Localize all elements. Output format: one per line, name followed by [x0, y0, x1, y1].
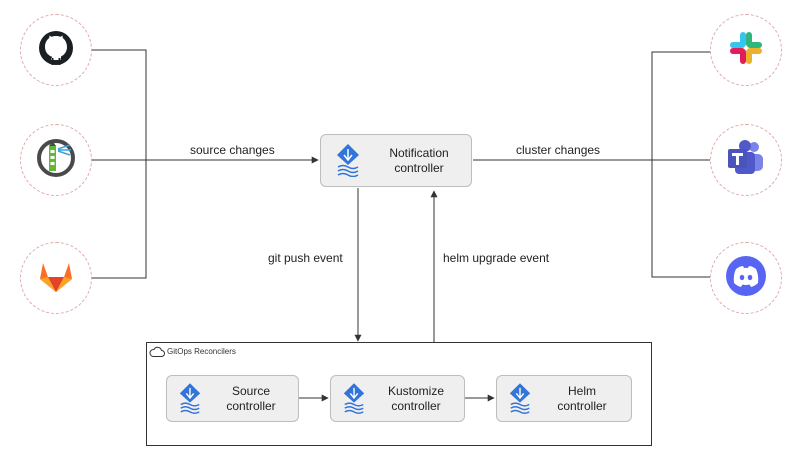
edge-github-to-bracket	[92, 49, 147, 279]
gitops-reconcilers-group	[146, 342, 652, 446]
kustomize-controller-node: Kustomize controller	[330, 375, 465, 422]
flux-icon	[335, 143, 361, 182]
edge-bracket-to-discord	[651, 160, 721, 281]
discord-node	[710, 242, 782, 314]
source-controller-title: Source	[231, 384, 271, 398]
github-icon	[36, 28, 76, 73]
gitlab-icon	[36, 257, 76, 300]
discord-icon	[724, 254, 768, 303]
slack-node	[710, 14, 782, 86]
kustomize-controller-subtitle: controller	[391, 399, 441, 413]
harbor-icon	[34, 136, 78, 185]
teams-node	[710, 124, 782, 196]
label-git-push-event: git push event	[268, 251, 343, 265]
slack-icon	[727, 29, 765, 72]
gitlab-node	[20, 242, 92, 314]
flux-icon	[178, 382, 202, 419]
microsoft-teams-icon	[725, 138, 767, 183]
label-source-changes: source changes	[190, 143, 275, 157]
helm-controller-subtitle: controller	[557, 399, 607, 413]
helm-controller-title: Helm	[567, 384, 596, 398]
flux-icon	[508, 382, 532, 419]
flux-icon	[342, 382, 366, 419]
notification-controller-node: Notification controller	[320, 134, 472, 187]
kustomize-controller-title: Kustomize	[387, 384, 445, 398]
helm-controller-node: Helm controller	[496, 375, 632, 422]
edge-bracket-to-slack	[651, 48, 721, 160]
group-title: GitOps Reconcilers	[167, 347, 236, 356]
source-controller-node: Source controller	[166, 375, 299, 422]
notification-controller-subtitle: controller	[394, 161, 444, 175]
harbor-node	[20, 124, 92, 196]
notification-controller-title: Notification	[389, 146, 449, 160]
label-cluster-changes: cluster changes	[516, 143, 601, 157]
source-controller-subtitle: controller	[226, 399, 276, 413]
github-node	[20, 14, 92, 86]
label-helm-upgrade-event: helm upgrade event	[443, 251, 550, 265]
cloud-icon	[149, 345, 165, 363]
